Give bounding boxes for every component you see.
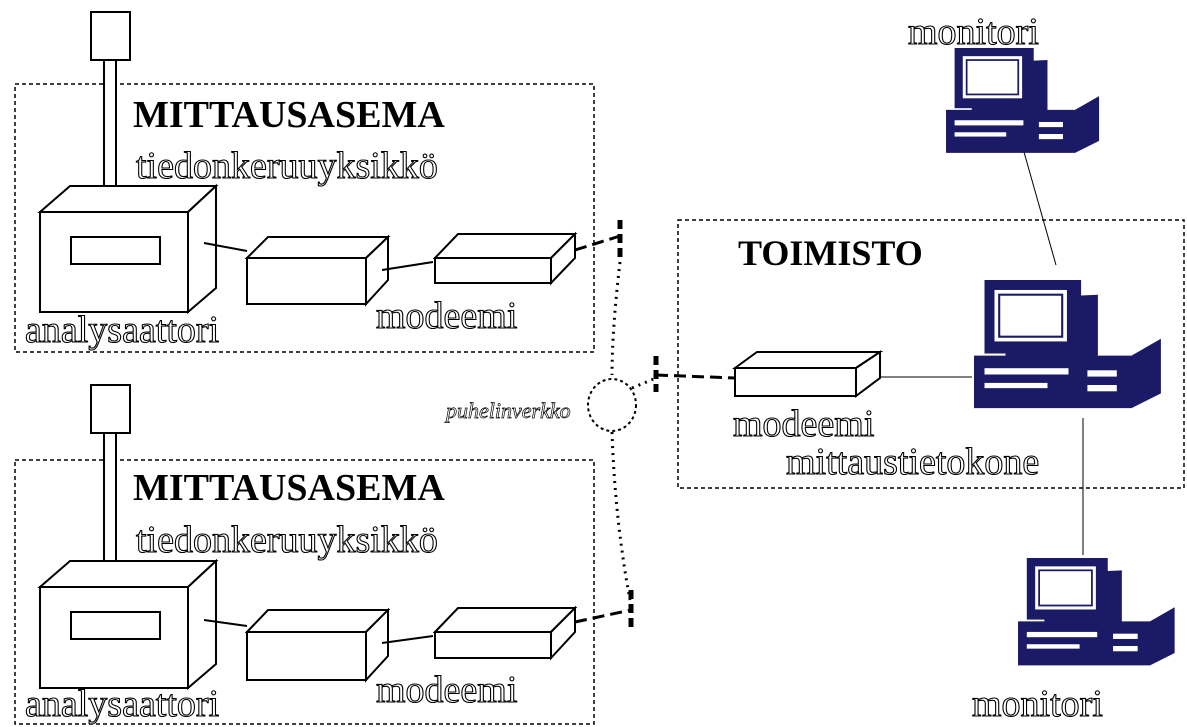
station-2: MITTAUSASEMA tiedonkeruuyksikkö analysaa…	[14, 384, 595, 726]
station-1-sampling-pipe	[103, 59, 117, 196]
network-label: puhelinverkko	[444, 398, 571, 423]
station-1-modem	[432, 231, 578, 286]
station-2-boundary	[14, 459, 595, 725]
network-cloud-icon	[587, 378, 637, 432]
office: TOIMISTO modeemi mittaustietokone	[677, 219, 1185, 489]
station-1-title: MITTAUSASEMA	[133, 94, 445, 136]
monitor-top-label: monitori	[908, 11, 1039, 53]
telephone-network: puhelinverkko	[444, 220, 736, 632]
station-2-modem	[432, 605, 578, 661]
office-modem	[731, 350, 884, 398]
station-2-sampling-pipe	[103, 432, 117, 569]
station-1-analyzer	[37, 183, 219, 315]
station-1-sensor-head	[90, 11, 131, 61]
office-boundary	[677, 219, 1185, 489]
office-computer-label: mittaustietokone	[786, 441, 1039, 483]
station-1-boundary	[14, 83, 595, 353]
station-1-modem-label: modeemi	[376, 295, 517, 337]
station-2-logger-label: tiedonkeruuyksikkö	[136, 519, 438, 561]
monitor-bottom: monitori	[971, 556, 1176, 726]
station-2-modem-label: modeemi	[376, 669, 517, 711]
station-2-analyzer	[37, 558, 219, 691]
office-title: TOIMISTO	[738, 233, 923, 273]
office-modem-label: modeemi	[733, 403, 874, 445]
station-1-logger-unit	[244, 234, 391, 307]
station-1: MITTAUSASEMA tiedonkeruuyksikkö analysaa…	[14, 11, 595, 353]
monitor-bottom-icon	[1016, 556, 1176, 667]
computer-icon	[972, 278, 1163, 410]
station-1-logger-label: tiedonkeruuyksikkö	[136, 145, 438, 187]
station-2-title: MITTAUSASEMA	[133, 467, 445, 509]
monitor-top: monitori	[907, 10, 1101, 155]
station-2-sensor-head	[90, 384, 131, 434]
monitor-bottom-label: monitori	[972, 683, 1103, 725]
station-2-analyzer-label: analysaattori	[25, 683, 219, 725]
station-1-analyzer-label: analysaattori	[25, 309, 219, 351]
monitor-top-icon	[944, 46, 1101, 155]
station-2-logger-unit	[244, 607, 391, 683]
